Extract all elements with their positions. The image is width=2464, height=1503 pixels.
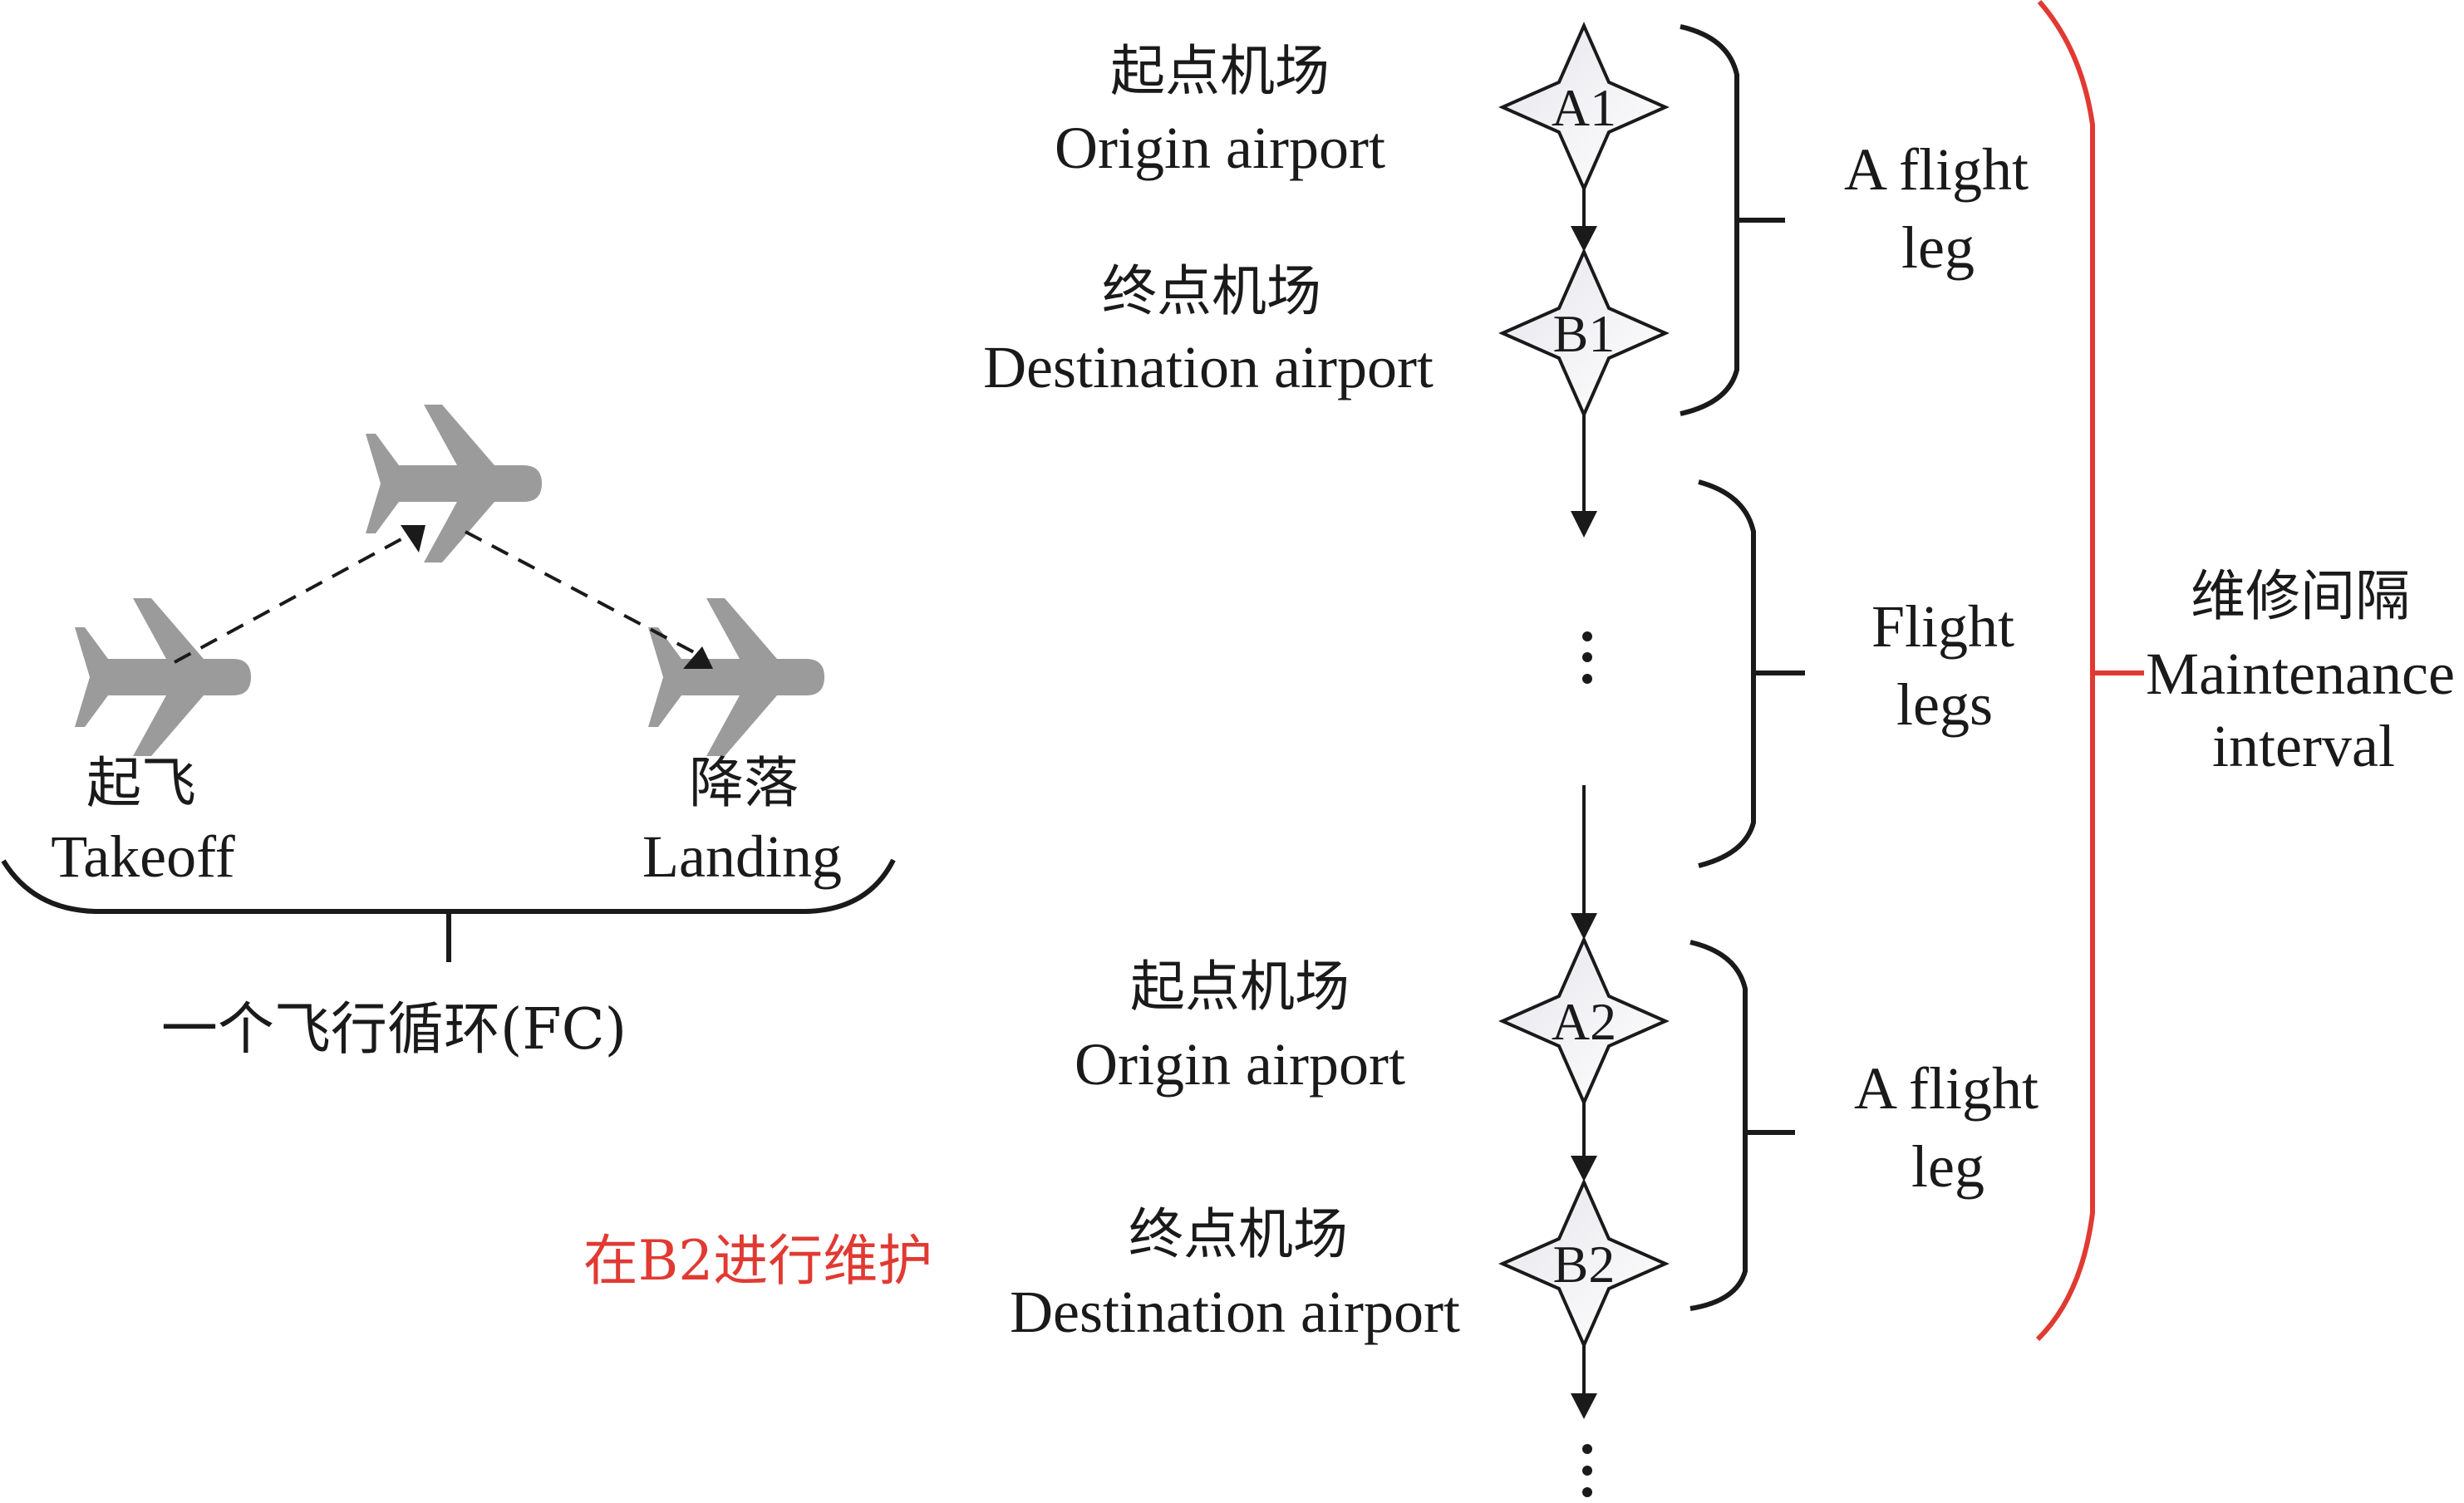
- b1-role-en: Destination airport: [983, 334, 1434, 400]
- group-leg2-line1: A flight: [1854, 1055, 2039, 1122]
- flight-leg-flow: A1 B1 A2 B2: [1498, 22, 1670, 1497]
- ellipsis-dot: [1582, 1487, 1592, 1497]
- maintenance-interval-cn: 维修间隔: [2191, 564, 2410, 628]
- maintenance-note: 在B2进行维护: [583, 1229, 933, 1293]
- node-b2: B2: [1498, 1178, 1670, 1349]
- arrowhead-b2-down: [1571, 1393, 1597, 1419]
- leg-braces: A flight leg Flight legs A flight leg: [1680, 24, 2039, 1311]
- node-label: B2: [1553, 1235, 1616, 1294]
- flight-cycle-group: 起飞 Takeoff 降落 Landing 一个飞行循环(FC): [1, 405, 896, 1063]
- climb-path: [174, 534, 408, 664]
- group-legs-line1: Flight: [1871, 593, 2014, 660]
- ellipsis-dot: [1582, 631, 1592, 641]
- brace-legs: [1698, 479, 1756, 868]
- landing-label-cn: 降落: [689, 751, 799, 815]
- maintenance-interval-en-line1: Maintenance: [2146, 641, 2455, 707]
- takeoff-label-en: Takeoff: [51, 823, 235, 890]
- group-legs-line2: legs: [1896, 671, 1993, 738]
- airport-labels: 起点机场 Origin airport 终点机场 Destination air…: [583, 39, 1460, 1345]
- a1-role-cn: 起点机场: [1110, 39, 1330, 103]
- climb-arrowhead: [401, 525, 425, 553]
- ellipsis-dot: [1582, 674, 1592, 684]
- brace-leg2: [1689, 940, 1748, 1311]
- node-label: B1: [1553, 304, 1616, 363]
- group-leg1-line1: A flight: [1844, 136, 2029, 203]
- group-leg2-line2: leg: [1911, 1133, 1984, 1200]
- ellipsis-dot: [1582, 1444, 1592, 1454]
- node-a1: A1: [1498, 22, 1670, 193]
- landing-plane-icon: [648, 598, 824, 756]
- b2-role-en: Destination airport: [1010, 1279, 1460, 1345]
- arrowhead-a2-b2: [1571, 1156, 1597, 1181]
- maintenance-interval-brace: [2035, 0, 2095, 1342]
- node-b1: B1: [1498, 248, 1670, 419]
- descent-path: [465, 530, 695, 654]
- maintenance-interval-group: 维修间隔 Maintenance interval: [2035, 0, 2455, 1342]
- group-leg1-line2: leg: [1901, 214, 1975, 281]
- ellipsis-dot: [1582, 652, 1592, 662]
- arrowhead-a1-b1: [1571, 226, 1597, 252]
- landing-label-en: Landing: [642, 823, 842, 890]
- star-node-icon: [1498, 22, 1670, 193]
- descent-arrowhead: [683, 646, 713, 669]
- star-node-icon: [1498, 936, 1670, 1107]
- maintenance-interval-en-line2: interval: [2212, 713, 2395, 779]
- a2-role-en: Origin airport: [1075, 1031, 1405, 1098]
- a2-role-cn: 起点机场: [1130, 955, 1350, 1019]
- b2-role-cn: 终点机场: [1129, 1202, 1348, 1266]
- arrowhead-to-a2: [1571, 913, 1597, 940]
- takeoff-plane-icon: [75, 598, 251, 756]
- cruise-plane-icon: [366, 405, 542, 562]
- b1-role-cn: 终点机场: [1102, 259, 1321, 323]
- star-node-icon: [1498, 1178, 1670, 1349]
- takeoff-label-cn: 起飞: [86, 751, 196, 815]
- arrowhead-b1-down: [1571, 511, 1597, 538]
- star-node-icon: [1498, 248, 1670, 419]
- node-label: A2: [1552, 992, 1616, 1051]
- node-label: A1: [1552, 78, 1616, 137]
- node-a2: A2: [1498, 936, 1670, 1107]
- a1-role-en: Origin airport: [1055, 115, 1385, 181]
- brace-leg1: [1680, 24, 1739, 416]
- flight-cycle-caption: 一个飞行循环(FC): [161, 997, 627, 1063]
- ellipsis-dot: [1582, 1466, 1592, 1476]
